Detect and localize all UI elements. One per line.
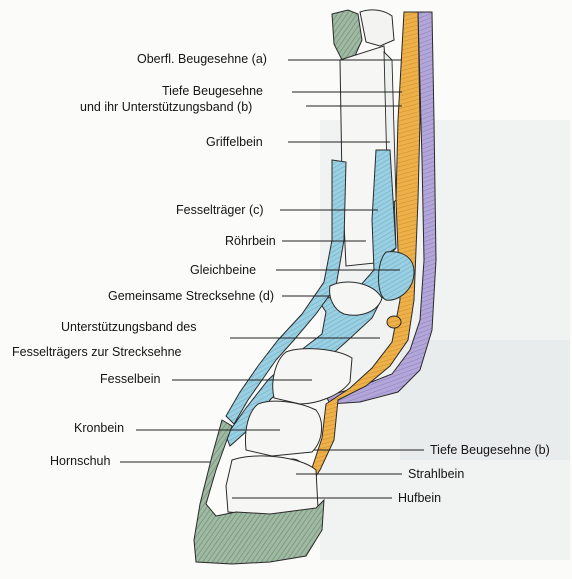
label-unterstuetzungsband: Unterstützungsband des (61, 320, 197, 334)
label-fesseltraeger: Fesselträger (c) (176, 203, 264, 217)
orange-oval-marker (387, 316, 401, 328)
label-strahlbein: Strahlbein (408, 467, 464, 481)
label-fesselbein: Fesselbein (100, 372, 160, 386)
coffin-bone-shape (226, 456, 318, 516)
label-oberfl-beugesehne: Oberfl. Beugesehne (a) (137, 52, 267, 66)
label-roehrbein: Röhrbein (225, 234, 276, 248)
label-kronbein: Kronbein (74, 421, 124, 435)
upper-joint-outline (360, 10, 394, 46)
label-hornschuh: Hornschuh (50, 454, 110, 468)
label-tiefe-beugesehne-line2: und ihr Unterstützungsband (b) (80, 100, 252, 114)
label-tiefe-beugesehne: Tiefe Beugesehne (162, 84, 263, 98)
label-unterstuetzungsband-line2: Fesselträgers zur Strecksehne (12, 345, 182, 359)
background-texture-2 (400, 340, 570, 460)
label-griffelbein: Griffelbein (206, 135, 263, 149)
label-gemeinsame-strecksehne: Gemeinsame Strecksehne (d) (108, 289, 274, 303)
coronet-bone-shape (246, 401, 322, 456)
label-tiefe-beugesehne-b: Tiefe Beugesehne (b) (430, 443, 550, 457)
label-gleichbeine: Gleichbeine (190, 263, 256, 277)
label-hufbein: Hufbein (398, 491, 441, 505)
upper-bone-shape (332, 10, 362, 60)
